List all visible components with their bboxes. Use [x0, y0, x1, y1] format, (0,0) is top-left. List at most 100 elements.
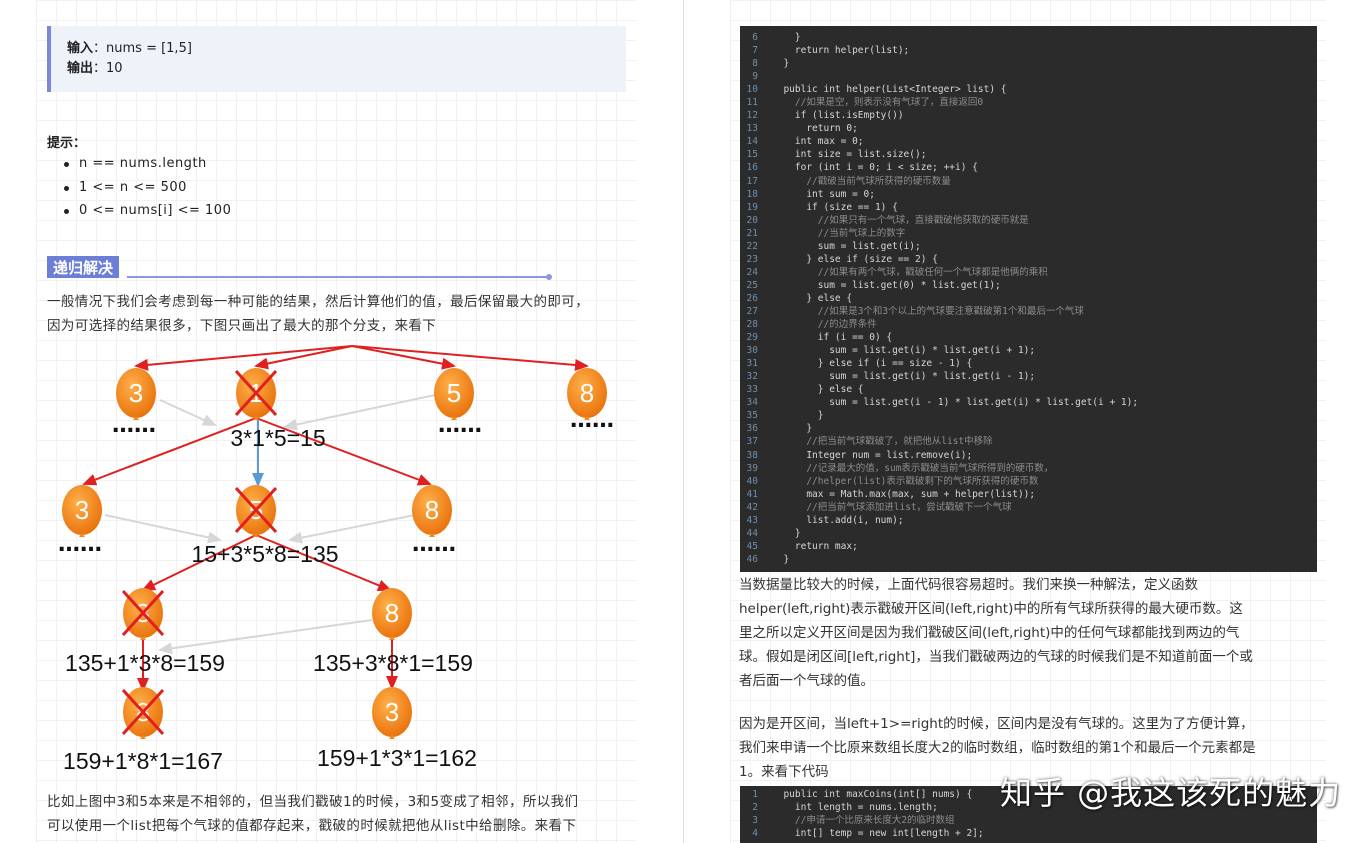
- hint-item: n == nums.length: [64, 156, 207, 171]
- line-number: 1: [752, 789, 758, 800]
- hint-text: 0 <= nums[i] <= 100: [79, 203, 232, 218]
- text-line: 球。假如是闭区间[left,right]，当我们戳破两边的气球的时候我们是不知道…: [739, 649, 1253, 665]
- watermark: 知乎 @我这该死的魅力: [1000, 774, 1342, 812]
- line-number: 41: [746, 488, 758, 500]
- line-number: 40: [746, 475, 758, 487]
- input-label: 输入: [67, 41, 94, 56]
- balloon-knot: [79, 533, 85, 537]
- code-text: if (list.isEmpty()): [772, 110, 904, 122]
- code-text: //戳破当前气球所获得的硬币数量: [772, 175, 951, 187]
- code-line: 13 return 0;: [740, 122, 858, 135]
- balloon-knot: [429, 533, 435, 537]
- balloon-label: 8: [580, 378, 594, 408]
- balloon: 3: [62, 485, 102, 537]
- code-line: 37 //把当前气球戳破了，就把他从list中移除: [740, 435, 993, 448]
- text-line: helper(left,right)表示戳破开区间(left,right)中的所…: [739, 601, 1243, 617]
- line-number: 25: [746, 279, 758, 291]
- code-text: sum = list.get(i) * list.get(i + 1);: [772, 345, 1036, 357]
- heading-underline-dot: [546, 274, 552, 280]
- code-text: } else {: [772, 384, 864, 396]
- code-line: 42 //把当前气球添加进list，尝试戳破下一个气球: [740, 501, 1012, 514]
- line-number: 9: [752, 71, 758, 83]
- line-number: 43: [746, 514, 758, 526]
- code-line: 29 if (i == 0) {: [740, 331, 893, 344]
- line-number: 45: [746, 540, 758, 552]
- example-box: 输入：nums = [1,5] 输出：10: [47, 26, 626, 92]
- code-line: 25 sum = list.get(0) * list.get(1);: [740, 279, 1001, 292]
- line-number: 8: [752, 58, 758, 70]
- code-text: if (i == 0) {: [772, 332, 893, 344]
- code-line: 23 } else if (size == 2) {: [740, 253, 938, 266]
- list-explanation-paragraph: 比如上图中3和5本来是不相邻的，但当我们戳破1的时候，3和5变成了相邻，所以我们…: [47, 790, 637, 838]
- code-line: 28 //的边界条件: [740, 318, 877, 331]
- code-line: 16 for (int i = 0; i < size; ++i) {: [740, 161, 978, 174]
- line-number: 35: [746, 410, 758, 422]
- hint-item: 1 <= n <= 500: [64, 180, 187, 195]
- ellipsis: ……: [412, 532, 456, 557]
- balloon-label: 3: [129, 378, 143, 408]
- code-line: 36 }: [740, 422, 813, 435]
- code-line: 15 int size = list.size();: [740, 148, 927, 161]
- line-number: 27: [746, 305, 758, 317]
- balloon-knot: [389, 636, 395, 640]
- ellipsis: ……: [438, 413, 482, 438]
- code-line: 43 list.add(i, num);: [740, 514, 904, 527]
- code-line: 46 }: [740, 553, 790, 566]
- balloon-knot: [584, 416, 590, 420]
- code-line: 17 //戳破当前气球所获得的硬币数量: [740, 175, 951, 188]
- arrows-group: [82, 345, 589, 692]
- balloon-knot: [140, 636, 146, 640]
- code-text: return 0;: [772, 123, 858, 135]
- balloon-label: 3: [385, 697, 399, 727]
- line-number: 13: [746, 123, 758, 135]
- balloon: 8: [372, 588, 412, 640]
- arrow: [254, 345, 353, 370]
- balloon: 8: [121, 687, 165, 739]
- arrow: [159, 399, 217, 426]
- line-number: 34: [746, 397, 758, 409]
- code-line: 38 Integer num = list.remove(i);: [740, 449, 973, 462]
- hint-item: 0 <= nums[i] <= 100: [64, 203, 231, 218]
- code-text: if (size == 1) {: [772, 201, 898, 213]
- code-text: //如果只有一个气球，直接戳破他获取的硬币就是: [772, 214, 1029, 226]
- ellipsis: ……: [112, 413, 156, 438]
- ellipsis: ……: [58, 532, 102, 557]
- balloon: 5: [434, 368, 474, 420]
- line-number: 38: [746, 449, 758, 461]
- cross-mark: [234, 486, 278, 534]
- code-line: 40 //helper(list)表示戳破剩下的气球所获得的硬币数: [740, 475, 1039, 488]
- arrow: [283, 394, 436, 431]
- arrow: [351, 345, 589, 371]
- code-line: 35 }: [740, 409, 824, 422]
- open-interval-paragraph: 因为是开区间，当left+1>=right的时候，区间内是没有气球的。这里为了方…: [739, 712, 1339, 784]
- heading-underline: [127, 276, 550, 278]
- balloon: 8: [567, 368, 607, 420]
- code-text: }: [772, 410, 824, 422]
- code-line: 33 } else {: [740, 383, 864, 396]
- code-block-maxcoins: 1 public int maxCoins(int[] nums) {2 int…: [740, 786, 1317, 843]
- arrow: [134, 345, 353, 371]
- expression-label: 15+3*5*8=135: [191, 541, 338, 567]
- cross-mark: [234, 369, 278, 417]
- intro-paragraph: 一般情况下我们会考虑到每一种可能的结果，然后计算他们的值，最后保留最大的即可，因…: [47, 290, 637, 338]
- line-number: 33: [746, 384, 758, 396]
- line-number: 39: [746, 462, 758, 474]
- arrow: [141, 534, 257, 591]
- arrow: [158, 619, 373, 655]
- line-number: 11: [746, 97, 758, 109]
- code-text: } else if (size == 2) {: [772, 253, 938, 265]
- expression-label: 135+1*3*8=159: [65, 650, 225, 676]
- balloon-body: [434, 368, 474, 418]
- balloon-body: [62, 485, 102, 535]
- section-heading: 递归解决: [47, 256, 120, 278]
- balloon-label: 5: [447, 378, 461, 408]
- code-text: }: [772, 527, 801, 539]
- output-value: ：10: [93, 61, 123, 76]
- line-number: 7: [752, 45, 758, 57]
- text-line: 我们来申请一个比原来数组长度大2的临时数组，临时数组的第1个和最后一个元素都是: [739, 740, 1256, 756]
- text-line: 比如上图中3和5本来是不相邻的，但当我们戳破1的时候，3和5变成了相邻，所以我们: [47, 794, 579, 810]
- text-line: 因为可选择的结果很多，下图只画出了最大的那个分支，来看下: [47, 318, 437, 334]
- code-text: //如果有两个气球，戳破任何一个气球都是他俩的乘积: [772, 266, 1048, 278]
- text-line: 者后面一个气球的值。: [739, 673, 874, 689]
